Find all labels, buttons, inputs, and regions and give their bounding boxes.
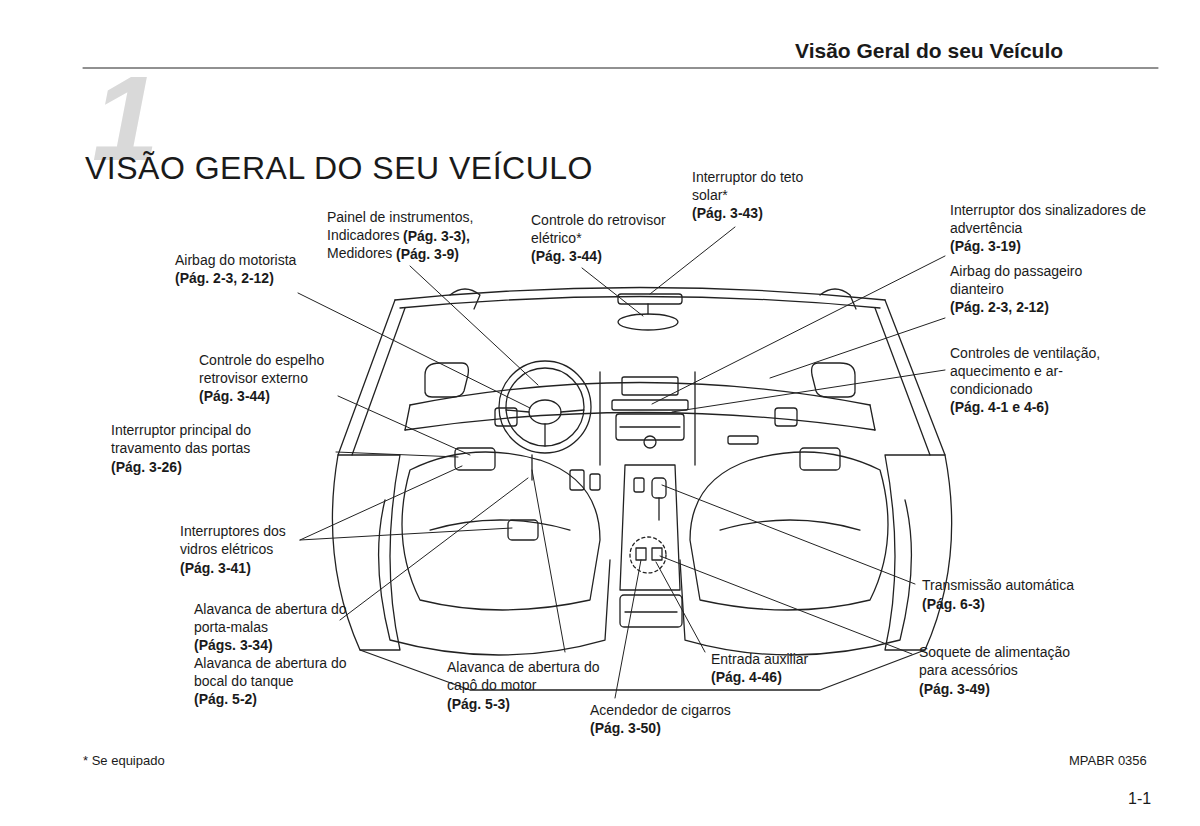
running-header: Visão Geral do seu Veículo xyxy=(795,38,1063,64)
page-reference: (Pág. 4-1 e 4-6) xyxy=(950,398,1049,416)
page-reference: (Pág. 3-26) xyxy=(111,458,182,476)
callout-label: Transmissão automática xyxy=(922,576,1074,594)
page-reference: (Pág. 3-50) xyxy=(590,719,661,737)
callout-label: Interruptor dos sinalizadores de advertê… xyxy=(950,201,1156,237)
callout-label: Airbag do passageiro dianteiro xyxy=(950,262,1100,298)
callout-label: Soquete de alimentação para acessórios xyxy=(919,643,1091,679)
footnote: MPABR 0356 xyxy=(1069,752,1147,770)
page-title: VISÃO GERAL DO SEU VEÍCULO xyxy=(85,148,593,188)
page-reference: (Pág. 4-46) xyxy=(711,668,782,686)
callout-label: Alavanca de abertura do bocal do tanque xyxy=(194,654,354,690)
page-reference: (Pág. 5-3) xyxy=(447,695,510,713)
page-reference: (Pág. 3-44) xyxy=(531,247,602,265)
page-reference: (Pág. 2-3, 2-12) xyxy=(175,269,274,287)
callout-label: Controle do espelho retrovisor externo xyxy=(199,351,349,387)
page-reference: (Pág. 3-49) xyxy=(919,680,990,698)
callout-label: Interruptor principal do travamento das … xyxy=(111,421,293,457)
page-reference: (Pág. 6-3) xyxy=(922,595,985,613)
callout-label: Interruptores dos vidros elétricos xyxy=(180,522,320,558)
page-reference: (Pág. 3-19) xyxy=(950,237,1021,255)
page-number: 1-1 xyxy=(1128,790,1151,808)
callout-label: Alavanca de abertura do capô do motor xyxy=(447,658,607,694)
page-reference: (Pág. 3-43) xyxy=(692,204,763,222)
page-reference: (Pág. 3-41) xyxy=(180,559,251,577)
page-reference: (Pág. 3-9) xyxy=(396,245,459,263)
page-reference: (Pág. 3-44) xyxy=(199,387,270,405)
callout-label: Acendedor de cigarros xyxy=(590,701,731,719)
callout-label: Controle do retrovisor elétrico* xyxy=(531,211,673,247)
page-reference: (Págs. 3-34) xyxy=(194,636,273,654)
page-reference: (Pág. 2-3, 2-12) xyxy=(950,298,1049,316)
callout-label: Airbag do motorista xyxy=(175,251,296,269)
callout-label: Controles de ventilação, aquecimento e a… xyxy=(950,344,1122,398)
page-reference: (Pág. 5-2) xyxy=(194,690,257,708)
page-reference: (Pág. 3-3), xyxy=(403,227,470,245)
callout-label: Medidores xyxy=(327,244,392,262)
footnote: * Se equipado xyxy=(83,752,165,770)
callout-label: Alavanca de abertura do porta-malas xyxy=(194,600,354,636)
callout-label: Entrada auxiliar xyxy=(711,650,808,668)
callout-label: Interruptor do teto solar* xyxy=(692,168,804,204)
